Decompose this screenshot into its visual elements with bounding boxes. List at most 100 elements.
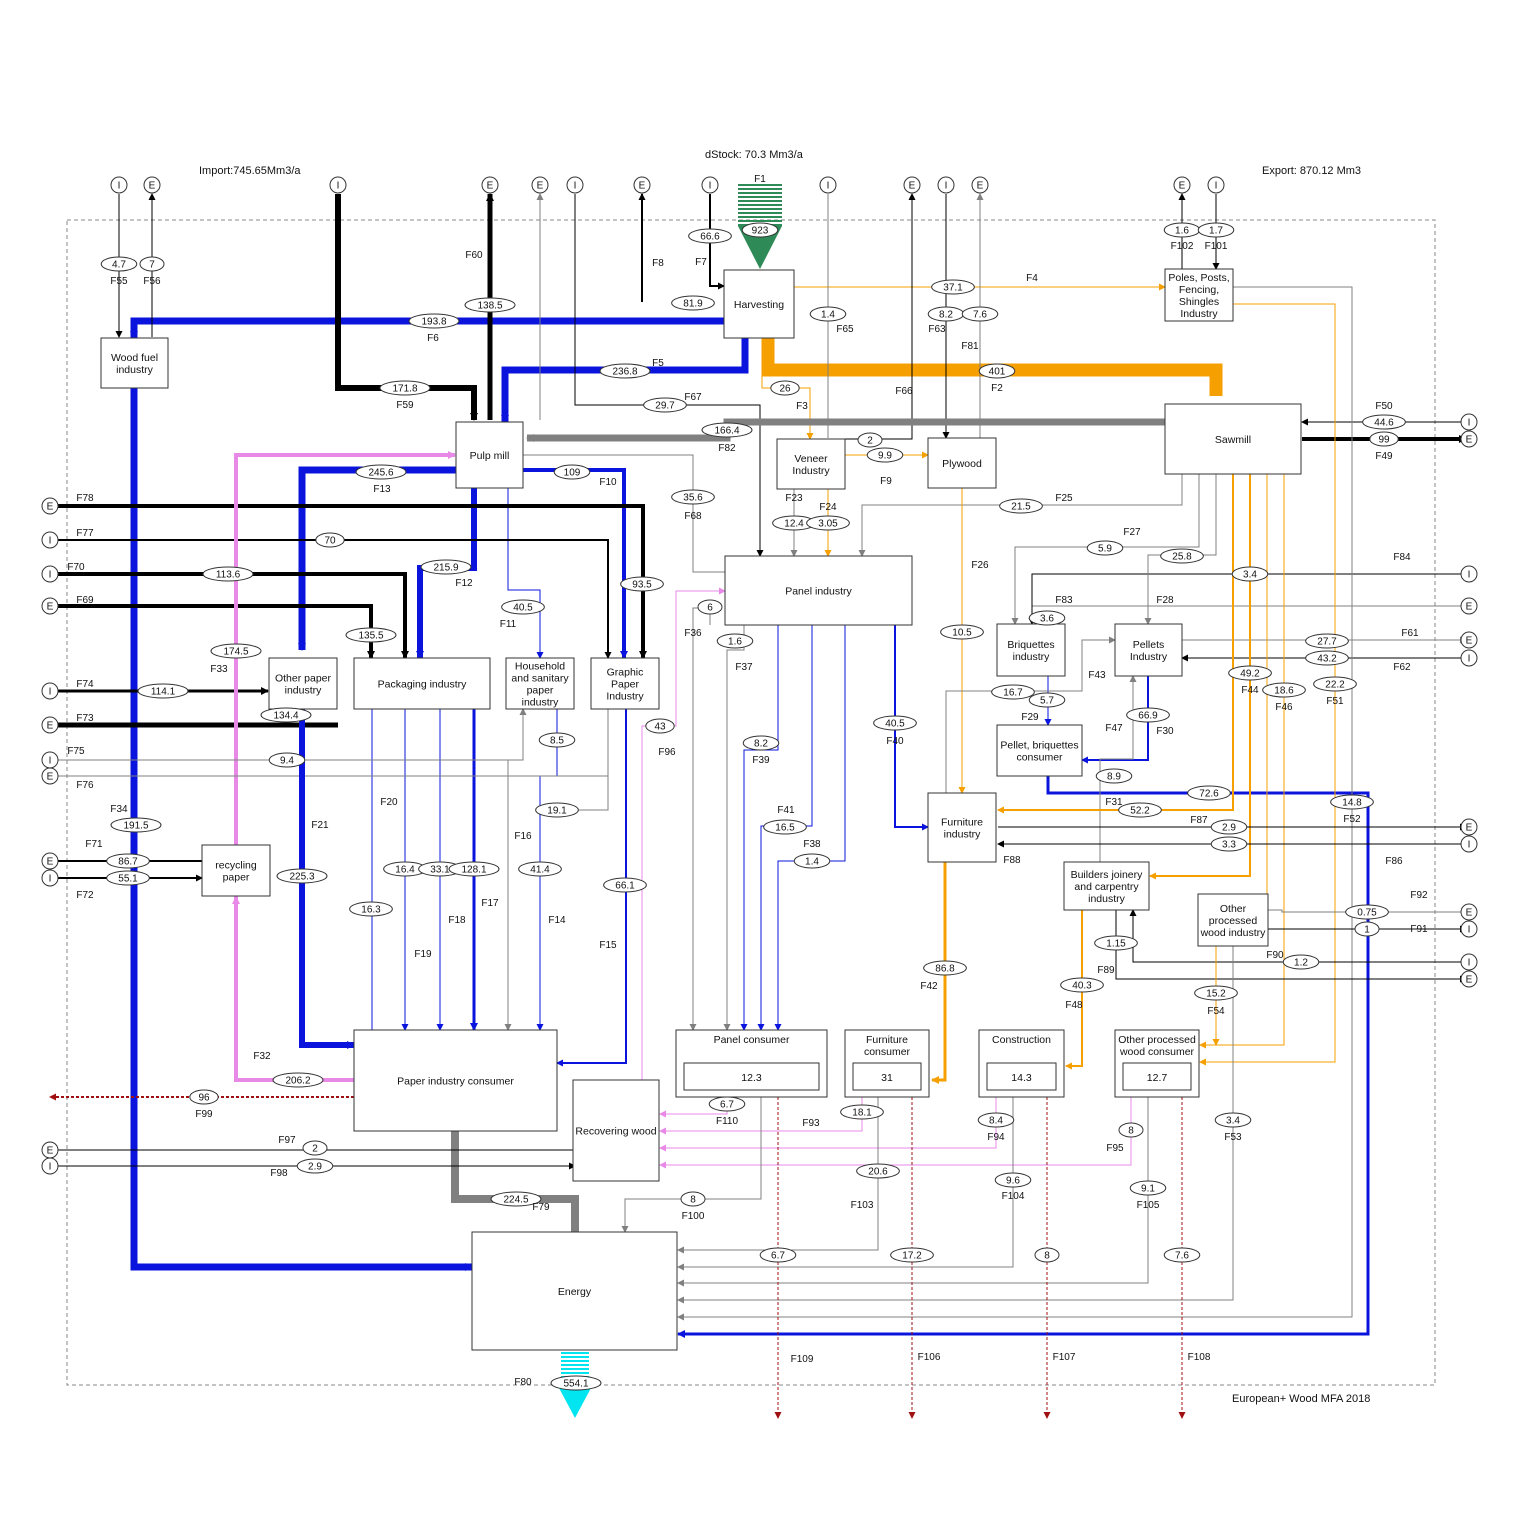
flow-value-ellipse [680, 1191, 706, 1207]
flow-label: F53 [1224, 1132, 1242, 1143]
flow-label: F2 [991, 383, 1003, 394]
flow-label: F100 [682, 1211, 705, 1222]
flow-value: 66.1 [615, 881, 635, 892]
flow-value: 1.4 [821, 310, 835, 321]
flow-label: F92 [1410, 890, 1428, 901]
import-total: Import:745.65Mm3/a [199, 165, 301, 177]
flow-value-ellipse [189, 1089, 219, 1105]
flow-value: 7.6 [1175, 1251, 1189, 1262]
flow-line [641, 587, 726, 1080]
flow-value: 16.7 [1003, 688, 1023, 699]
flow-label: F51 [1326, 696, 1344, 707]
flow-value-ellipse [1194, 985, 1238, 1001]
io-node-label: I [574, 181, 577, 192]
flow-label: F107 [1053, 1352, 1076, 1363]
io-node-label: E [1466, 908, 1473, 919]
flow-value-ellipse [977, 1112, 1015, 1128]
flow-value: 72.6 [1199, 789, 1219, 800]
import-node [701, 176, 719, 194]
flow-value-ellipse [1313, 676, 1357, 692]
flow-value: 225.3 [289, 872, 314, 883]
flow-label: F20 [380, 797, 398, 808]
otherpcons-stock-value: 12.7 [1147, 1072, 1168, 1084]
io-node-label: I [709, 181, 712, 192]
flow-value: 19.1 [547, 806, 567, 817]
flow-value: 7 [149, 260, 155, 271]
flow-value: 40.3 [1072, 981, 1092, 992]
flow-line [858, 474, 1183, 557]
harvesting-box [723, 269, 795, 339]
flow-value-ellipse [260, 707, 312, 723]
flow-value-ellipse [1282, 954, 1320, 970]
flow-value: 40.5 [885, 719, 905, 730]
import-node [1460, 649, 1478, 667]
flow-label: F43 [1088, 670, 1106, 681]
flow-value: 17.2 [902, 1251, 922, 1262]
construction-label: Construction [992, 1034, 1051, 1046]
flow-value-ellipse [1118, 1122, 1144, 1138]
briquettes-label: industry [1013, 651, 1051, 663]
flow-value: 86.7 [118, 857, 138, 868]
flow-value-ellipse [110, 817, 162, 833]
panelcons-stock-value: 12.3 [741, 1072, 762, 1084]
flow-value-ellipse [100, 256, 138, 272]
flow-label: F105 [1137, 1200, 1160, 1211]
flow-value-ellipse [202, 566, 254, 582]
flow-value: 138.5 [477, 301, 502, 312]
flow-label: F34 [110, 804, 128, 815]
flow-label: F63 [928, 324, 946, 335]
io-node-label: I [49, 1162, 52, 1173]
flow-label: F41 [777, 805, 795, 816]
flow-value-ellipse [697, 599, 723, 615]
flow-label: F84 [1393, 552, 1411, 563]
flow-value: 5.9 [1098, 544, 1112, 555]
flow-value-ellipse [464, 297, 516, 313]
export-node [1460, 597, 1478, 615]
io-node-label: E [1466, 823, 1473, 834]
io-node-label: E [537, 181, 544, 192]
flow-value-ellipse [603, 877, 647, 893]
panel-box [724, 555, 913, 626]
flows [49, 193, 1467, 1419]
flow-value: 113.6 [216, 570, 241, 581]
furniture-box [927, 792, 997, 863]
flow-label: F81 [961, 341, 979, 352]
otherpcons-label: wood consumer [1119, 1046, 1195, 1058]
import-node [1460, 413, 1478, 431]
flow-label: F77 [76, 528, 94, 539]
io-node-label: E [1179, 181, 1186, 192]
flow-label: F78 [76, 493, 94, 504]
otherproc-label: Other [1220, 903, 1247, 915]
flow-value: 109 [564, 468, 581, 479]
flow-line [709, 194, 725, 290]
recovering-box [572, 1079, 660, 1182]
flow-line [677, 776, 1370, 1338]
flow-label: F12 [455, 578, 473, 589]
flow-line [451, 1131, 579, 1233]
flow-line [574, 194, 764, 557]
flow-label: F54 [1207, 1006, 1225, 1017]
io-node-label: I [945, 181, 948, 192]
flow-value: 236.8 [612, 367, 637, 378]
io-node-label: E [1466, 636, 1473, 647]
flow-value: 1 [1364, 925, 1370, 936]
flow-label: F42 [920, 981, 938, 992]
flow-value: 8 [1044, 1251, 1050, 1262]
export-node [481, 176, 499, 194]
flow-label: F75 [67, 746, 85, 757]
otherpaper-label: Other paper [275, 673, 332, 685]
flow-value-ellipse [315, 532, 345, 548]
io-node-label: E [639, 181, 646, 192]
flow-value-ellipse [355, 464, 407, 480]
flow-value: 66.6 [700, 232, 720, 243]
flow-value: 14.8 [1342, 798, 1362, 809]
flow-value: 41.4 [530, 865, 550, 876]
flow-label: F71 [85, 839, 103, 850]
flow-value-ellipse [923, 960, 967, 976]
flow-label: F21 [311, 820, 329, 831]
flow-value: 10.5 [952, 628, 972, 639]
builders-label: and carpentry [1074, 881, 1139, 893]
construction-stock-box [986, 1062, 1057, 1091]
